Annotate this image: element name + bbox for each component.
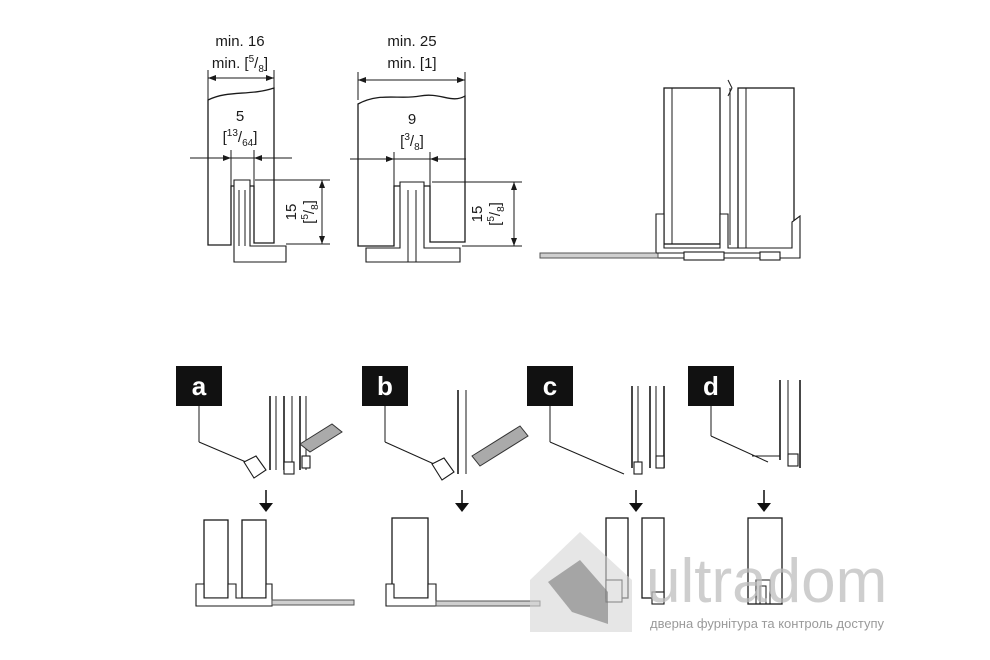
height-label-mm: 15	[469, 206, 486, 223]
profile-detail-thin: min. 16 min. [5/8] 5 [13/64] 15 [5/8]	[190, 33, 330, 263]
door-panel-left	[663, 87, 721, 245]
watermark: ultradom дверна фурнітура та контроль до…	[530, 532, 887, 632]
height-label-inch: [5/8]	[486, 202, 507, 226]
step-label: d	[703, 371, 719, 401]
step-label: c	[543, 371, 557, 401]
floor-track	[385, 583, 437, 607]
down-arrow-icon	[455, 503, 469, 512]
down-arrow-icon	[629, 503, 643, 512]
floor-guide	[233, 179, 287, 263]
width-label-inch: min. [1]	[387, 55, 436, 72]
down-arrow-icon	[259, 503, 273, 512]
step-badge-a	[176, 366, 222, 406]
step-badge-d	[688, 366, 734, 406]
down-arrow-icon	[757, 503, 771, 512]
thickness-label-mm: 5	[236, 108, 244, 125]
floor-guide	[365, 181, 461, 263]
door-panel	[357, 94, 466, 247]
step-label: b	[377, 371, 393, 401]
floor-track	[195, 583, 273, 607]
profile-detail-thick: min. 25 min. [1] 9 [3/8] 15 [5/8]	[350, 33, 522, 263]
rail-segment	[471, 425, 529, 467]
height-label-inch: [5/8]	[300, 200, 321, 224]
double-door-assembly	[539, 79, 801, 261]
floor-rail	[539, 252, 659, 259]
width-label-inch: min. [5/8]	[212, 54, 268, 75]
floor-track	[655, 213, 801, 259]
brand-name: ultradom	[646, 547, 887, 616]
thickness-label-inch: [3/8]	[400, 132, 424, 153]
step-b: b	[362, 366, 541, 607]
brand-tagline: дверна фурнітура та контроль доступу	[650, 616, 885, 631]
step-label: a	[192, 371, 207, 401]
width-label-mm: min. 16	[215, 33, 264, 50]
width-label-mm: min. 25	[387, 33, 436, 50]
step-a: a	[176, 366, 355, 607]
break-mark	[727, 79, 733, 97]
thickness-label-mm: 9	[408, 111, 416, 128]
step-badge-c	[527, 366, 573, 406]
step-badge-b	[362, 366, 408, 406]
step-d: d	[688, 366, 801, 605]
rail-segment	[299, 423, 343, 453]
height-label-mm: 15	[283, 204, 300, 221]
